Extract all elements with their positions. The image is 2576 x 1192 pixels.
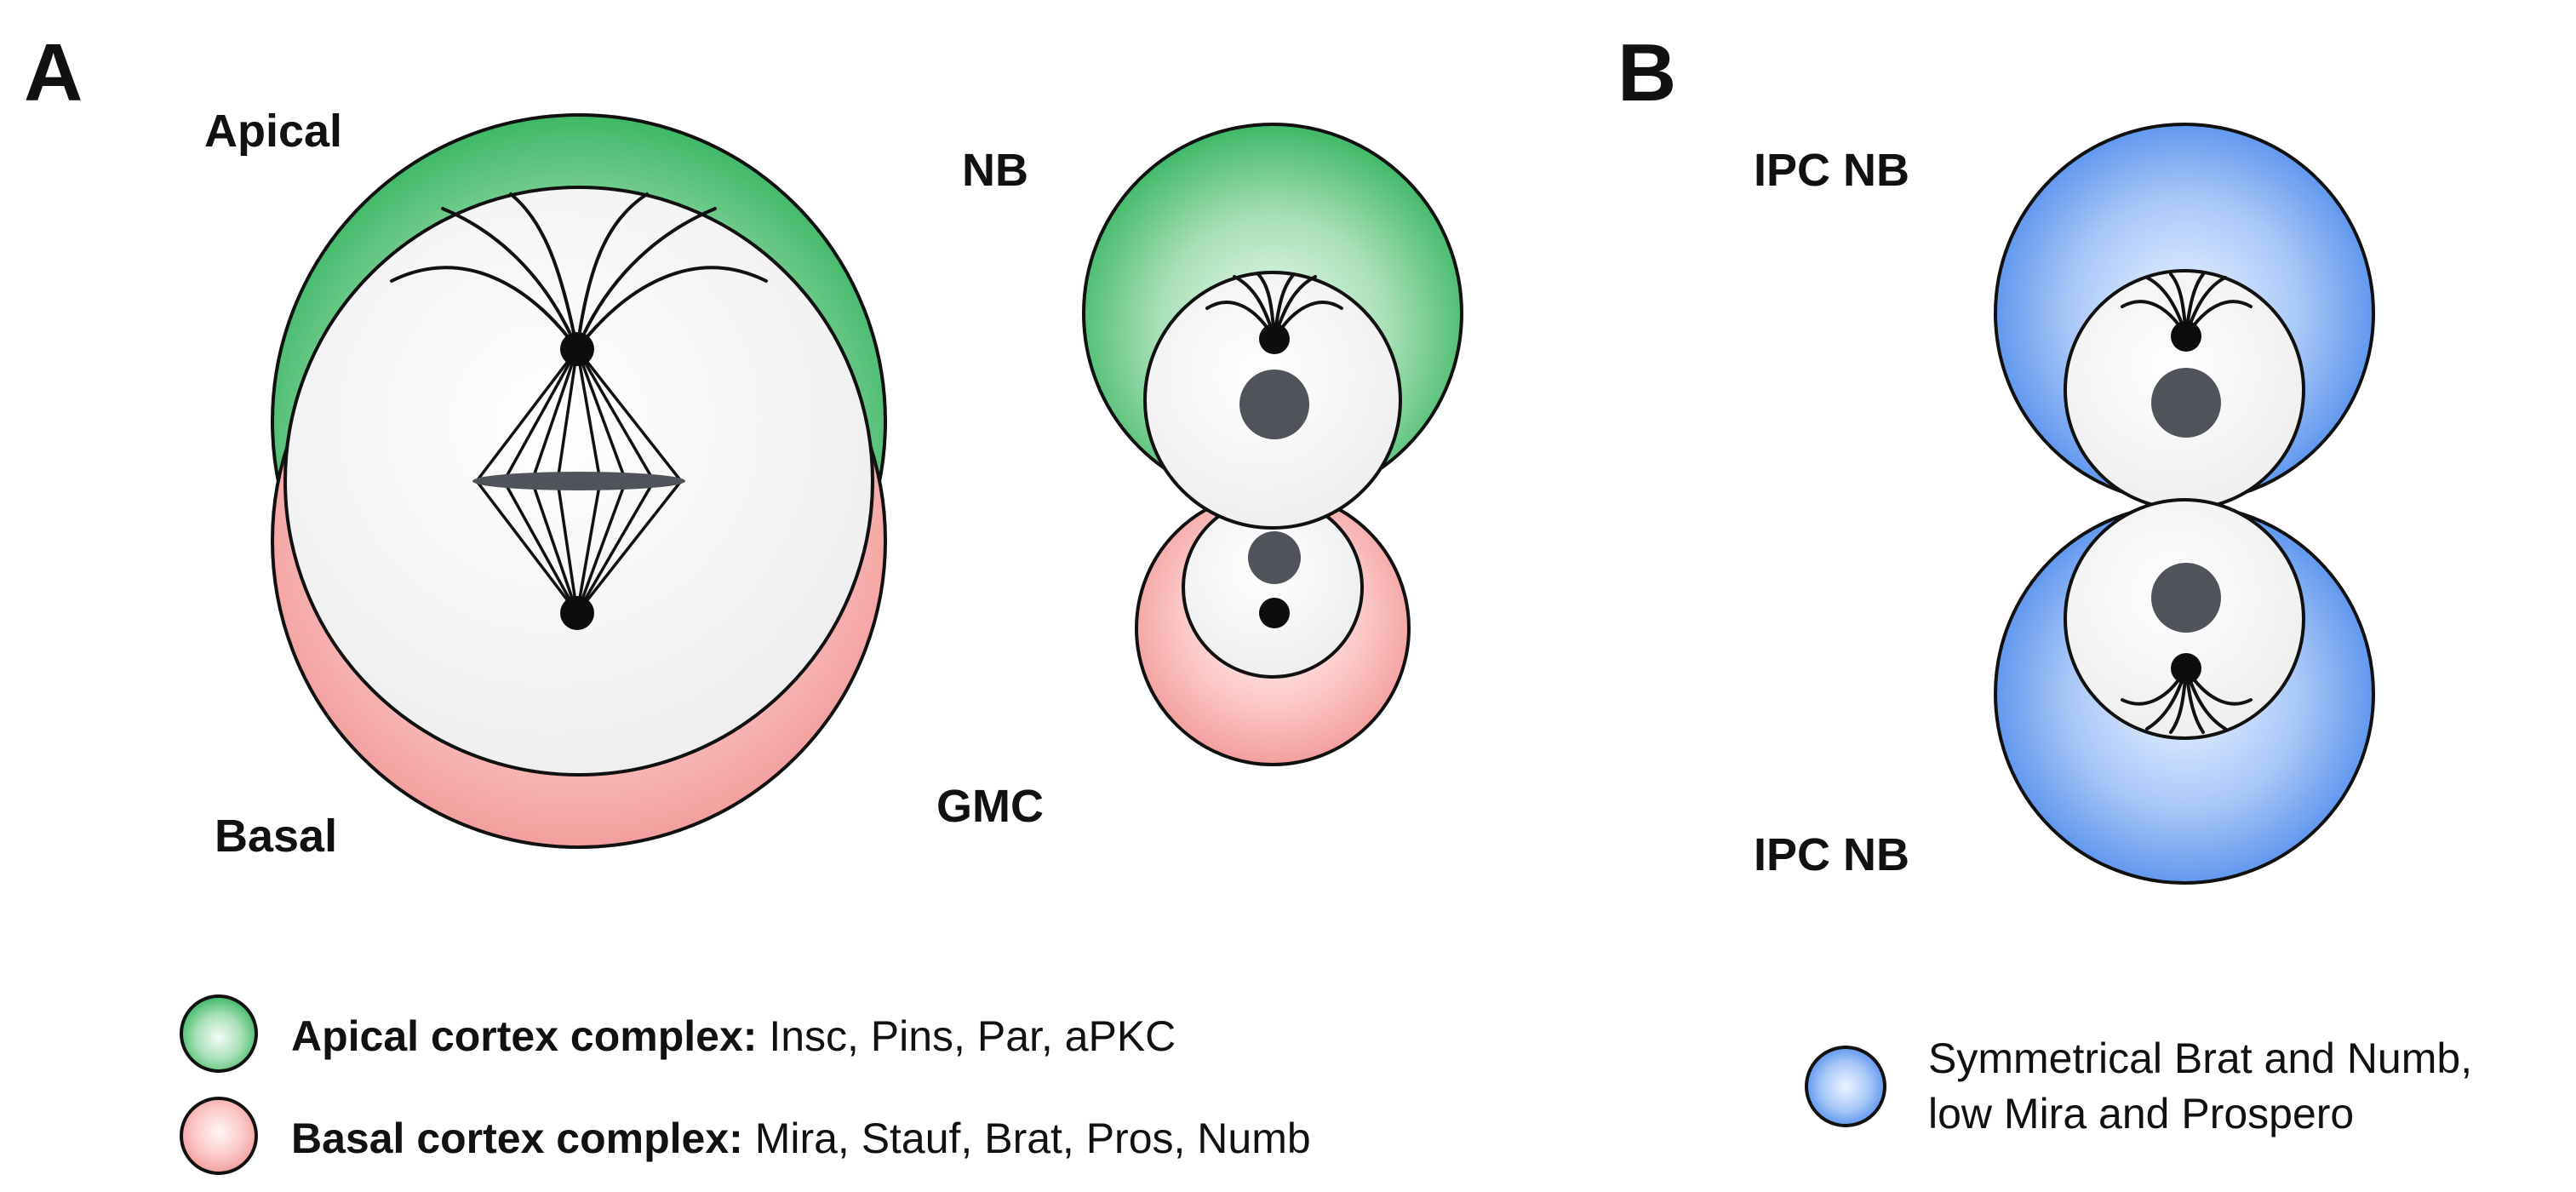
metaphase-neuroblast bbox=[271, 113, 887, 849]
apical-centrosome bbox=[560, 332, 594, 366]
metaphase-plate bbox=[472, 472, 685, 490]
gmc-nucleus bbox=[1248, 531, 1301, 584]
legend-apical-proteins: Insc, Pins, Par, aPKC bbox=[757, 1012, 1176, 1060]
nb-nucleus bbox=[1239, 370, 1309, 439]
nb-label: NB bbox=[962, 145, 1028, 196]
basal-label: Basal bbox=[215, 811, 337, 862]
ipc-nb-top-label: IPC NB bbox=[1754, 145, 1909, 196]
legend: Apical cortex complex: Insc, Pins, Par, … bbox=[180, 994, 2472, 1175]
legend-basal-proteins: Mira, Stauf, Brat, Pros, Numb bbox=[743, 1115, 1311, 1162]
symmetric-ipc-division bbox=[1994, 123, 2375, 885]
apical-label: Apical bbox=[204, 106, 342, 157]
ipc-bottom-centrosome bbox=[2171, 653, 2201, 684]
panel-b-letter: B bbox=[1617, 27, 1676, 118]
panel-a-letter: A bbox=[24, 27, 83, 118]
legend-apical-swatch bbox=[180, 994, 258, 1073]
gmc-label: GMC bbox=[936, 781, 1044, 832]
basal-centrosome bbox=[560, 596, 594, 630]
legend-symmetric-line1: Symmetrical Brat and Numb, bbox=[1928, 1034, 2472, 1082]
ipc-top-centrosome bbox=[2171, 321, 2201, 352]
legend-symmetric-line2: low Mira and Prospero bbox=[1928, 1090, 2354, 1138]
legend-basal-swatch bbox=[180, 1097, 258, 1175]
legend-apical-term: Apical cortex complex: bbox=[291, 1012, 757, 1060]
nb-gmc-division bbox=[1082, 123, 1463, 766]
svg-text:Basal cortex complex: Mira, St: Basal cortex complex: Mira, Stauf, Brat,… bbox=[291, 1115, 1311, 1162]
ipc-nb-bottom-label: IPC NB bbox=[1754, 829, 1909, 880]
nb-centrosome bbox=[1259, 324, 1290, 354]
legend-symmetric-swatch bbox=[1805, 1046, 1886, 1127]
legend-basal-term: Basal cortex complex: bbox=[291, 1115, 743, 1162]
ipc-top-nucleus bbox=[2151, 368, 2221, 438]
svg-text:Apical cortex complex: Insc, P: Apical cortex complex: Insc, Pins, Par, … bbox=[291, 1012, 1176, 1060]
ipc-bottom-nucleus bbox=[2151, 563, 2221, 633]
gmc-centrosome bbox=[1259, 598, 1290, 628]
astral-microtubules bbox=[390, 192, 768, 351]
